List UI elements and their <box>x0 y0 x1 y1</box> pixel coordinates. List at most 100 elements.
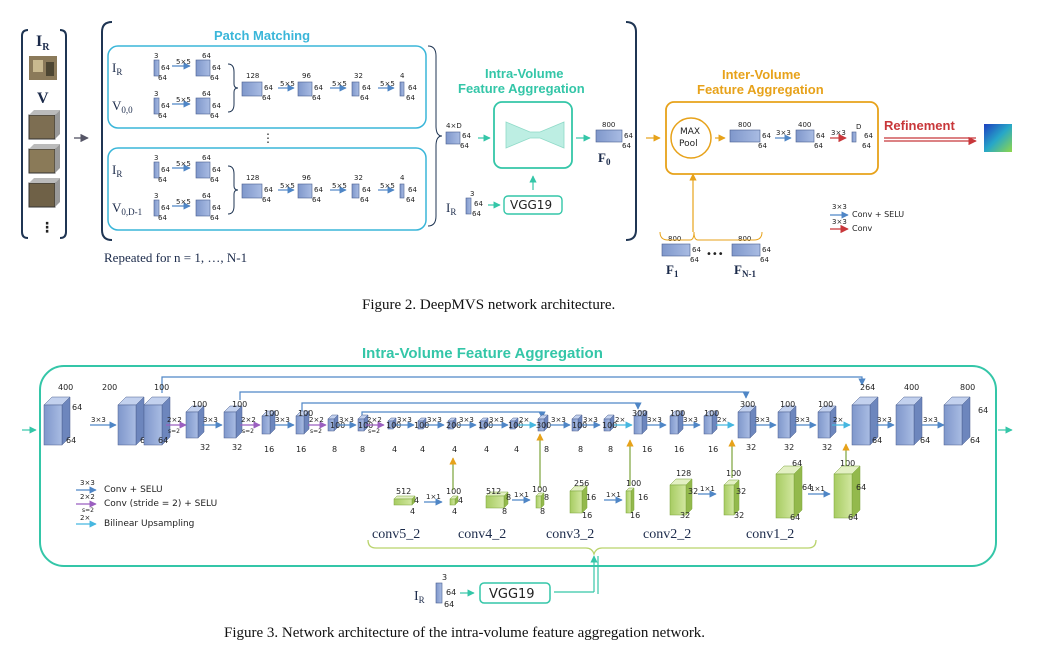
conv2-feat <box>669 484 687 516</box>
svg-text:64: 64 <box>762 246 771 254</box>
svg-text:64: 64 <box>362 186 371 194</box>
dec-32b-label: 100 <box>780 400 795 409</box>
svg-text:5×5: 5×5 <box>280 182 295 190</box>
svg-text:Inter-Volume: Inter-Volume <box>722 67 801 82</box>
dec-32-label: 300 <box>740 400 755 409</box>
stride-label: s=2 <box>242 428 254 435</box>
figure-3-title: Intra-Volume Feature Aggregation <box>362 345 603 362</box>
svg-text:V0,D-1: V0,D-1 <box>112 200 142 217</box>
stride-label: s=2 <box>368 428 380 435</box>
patch-matching-row-1 <box>107 45 427 129</box>
svg-text:64: 64 <box>202 192 211 200</box>
svg-text:64: 64 <box>624 132 633 140</box>
svg-text:conv3_2: conv3_2 <box>546 527 594 542</box>
dec-16 <box>633 415 643 435</box>
kernel-label: 1×1 <box>606 491 621 499</box>
out-800-label: 64 <box>970 436 980 445</box>
svg-text:5×5: 5×5 <box>176 58 191 66</box>
enc-s3b-label: 100 <box>358 421 373 430</box>
enc-s4-label: 4 <box>392 445 397 454</box>
conv1-proj-label: 64 <box>856 483 866 492</box>
figure-3-vgg-input: VGG19 3 64 64 IR <box>414 555 599 609</box>
kernel-label: 2× <box>615 416 625 424</box>
conv1-feat-label: 64 <box>802 483 812 492</box>
conv4-proj-label: 100 <box>532 485 547 494</box>
conv3-feat <box>569 490 583 514</box>
dec-32c <box>817 411 831 439</box>
svg-text:64: 64 <box>212 64 221 72</box>
vgg19-box <box>503 195 563 215</box>
dec-8 <box>537 418 545 432</box>
svg-text:64: 64 <box>161 204 170 212</box>
kernel-label: 2×2 <box>241 416 256 424</box>
hourglass-icon <box>505 121 565 149</box>
svg-text:64: 64 <box>760 256 769 264</box>
kernel-label: 3×3 <box>203 416 218 424</box>
dec-64b-label: 400 <box>904 383 919 392</box>
svg-text:4: 4 <box>400 72 405 80</box>
conv4-feat-label: 512 <box>486 487 501 496</box>
kernel-label: 2× <box>717 416 727 424</box>
enc-s3-label: 100 <box>330 421 345 430</box>
conv5-proj-label: 100 <box>446 487 461 496</box>
kernel-label: 3×3 <box>427 416 442 424</box>
enc-s3-label: 8 <box>332 445 337 454</box>
conv4-feat <box>485 495 505 509</box>
conv5-proj <box>449 498 456 506</box>
enc-s4-label: 100 <box>386 421 401 430</box>
kernel-label: 3×3 <box>275 416 290 424</box>
out-800 <box>943 404 963 446</box>
enc-s1b-label: 100 <box>232 400 247 409</box>
maxpool-node <box>670 117 712 159</box>
svg-text:64: 64 <box>474 200 483 208</box>
svg-text:128: 128 <box>246 72 259 80</box>
svg-text:64: 64 <box>161 102 170 110</box>
dec-16c-label: 100 <box>704 409 719 418</box>
conv1-feat-label: 64 <box>790 513 800 522</box>
svg-text:64: 64 <box>312 196 321 204</box>
svg-text:3×3: 3×3 <box>80 479 95 487</box>
dec-64-label: 264 <box>860 383 875 392</box>
svg-text:64: 64 <box>158 74 167 82</box>
svg-text:96: 96 <box>302 174 311 182</box>
conv4-feat-label: 8 <box>506 493 511 502</box>
dec-8-label: 8 <box>544 445 549 454</box>
enc-200 <box>117 404 137 446</box>
conv1-proj-label: 100 <box>840 459 855 468</box>
svg-text:Bilinear Upsampling: Bilinear Upsampling <box>104 519 194 529</box>
svg-text:VGG19: VGG19 <box>510 198 552 212</box>
kernel-label: 3×3 <box>397 416 412 424</box>
enc-s1b-label: 32 <box>232 443 242 452</box>
svg-text:3: 3 <box>154 52 158 60</box>
dec-16b-label: 100 <box>670 409 685 418</box>
dec-16-label: 300 <box>632 409 647 418</box>
enc-s4b <box>417 420 424 430</box>
conv3-proj-label: 16 <box>630 511 640 520</box>
kernel-label: 2× <box>833 416 843 424</box>
dec-32 <box>737 411 751 439</box>
conv5-feat-label: 512 <box>396 487 411 496</box>
svg-text:64: 64 <box>212 204 221 212</box>
kernel-label: 3×3 <box>489 416 504 424</box>
svg-text:64: 64 <box>158 112 167 120</box>
svg-text:128: 128 <box>246 174 259 182</box>
dec-4b-label: 4 <box>514 445 519 454</box>
svg-text:64: 64 <box>264 186 273 194</box>
figure-3-caption: Figure 3. Network architecture of the in… <box>224 625 705 641</box>
svg-text:64: 64 <box>408 186 417 194</box>
enc-400 <box>43 404 63 446</box>
enc-s3b-label: 8 <box>360 445 365 454</box>
inter-volume-block: Inter-Volume Feature Aggregation MAX Poo… <box>659 67 879 279</box>
conv1-feat-label: 64 <box>792 459 802 468</box>
stride-label: s=2 <box>310 428 322 435</box>
svg-text:5×5: 5×5 <box>176 198 191 206</box>
svg-text:F1: F1 <box>666 262 679 279</box>
svg-text:Refinement: Refinement <box>884 118 955 133</box>
kernel-label: 3×3 <box>877 416 892 424</box>
svg-text:⋮: ⋮ <box>262 131 274 145</box>
svg-text:Conv + SELU: Conv + SELU <box>104 485 163 495</box>
svg-text:•••: ••• <box>706 249 724 260</box>
svg-text:3: 3 <box>154 154 158 162</box>
